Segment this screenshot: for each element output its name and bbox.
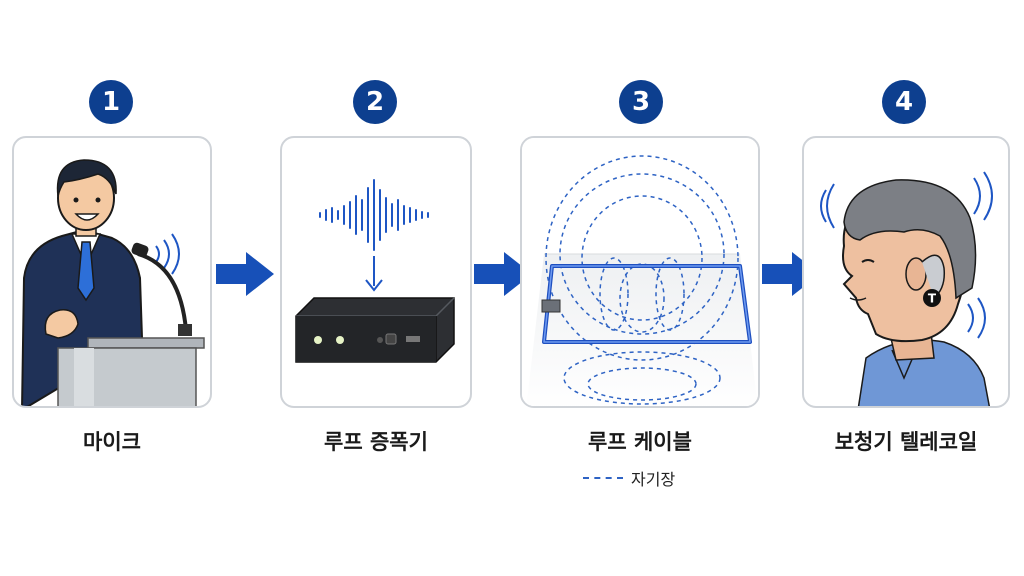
step-3-panel bbox=[520, 136, 760, 408]
step-2-number: 2 bbox=[353, 80, 397, 124]
magnetic-field-legend: 자기장 bbox=[583, 466, 675, 490]
step-2-label: 루프 증폭기 bbox=[324, 430, 428, 454]
step-4-number: 4 bbox=[882, 80, 926, 124]
step-4-panel: T bbox=[802, 136, 1010, 408]
step-1-panel bbox=[12, 136, 212, 408]
flow-arrow-icon bbox=[216, 252, 274, 296]
step-1-number: 1 bbox=[89, 80, 133, 124]
dashed-line-icon bbox=[583, 477, 623, 479]
step-4-label: 보청기 텔레코일 bbox=[834, 430, 978, 454]
legend-label: 자기장 bbox=[631, 470, 676, 489]
speaker-microphone-icon bbox=[21, 159, 205, 406]
step-1-label: 마이크 bbox=[83, 430, 141, 454]
telecoil-badge-letter: T bbox=[928, 292, 937, 306]
step-3-label: 루프 케이블 bbox=[588, 430, 692, 454]
step-2-panel bbox=[280, 136, 472, 408]
loop-cable-icon bbox=[522, 138, 758, 406]
loop-amplifier-icon bbox=[295, 179, 455, 363]
step-3-number: 3 bbox=[619, 80, 663, 124]
flow-arrow-icon bbox=[474, 252, 532, 296]
hearing-aid-user-icon: T bbox=[820, 171, 993, 406]
telecoil-badge-icon bbox=[923, 289, 941, 307]
